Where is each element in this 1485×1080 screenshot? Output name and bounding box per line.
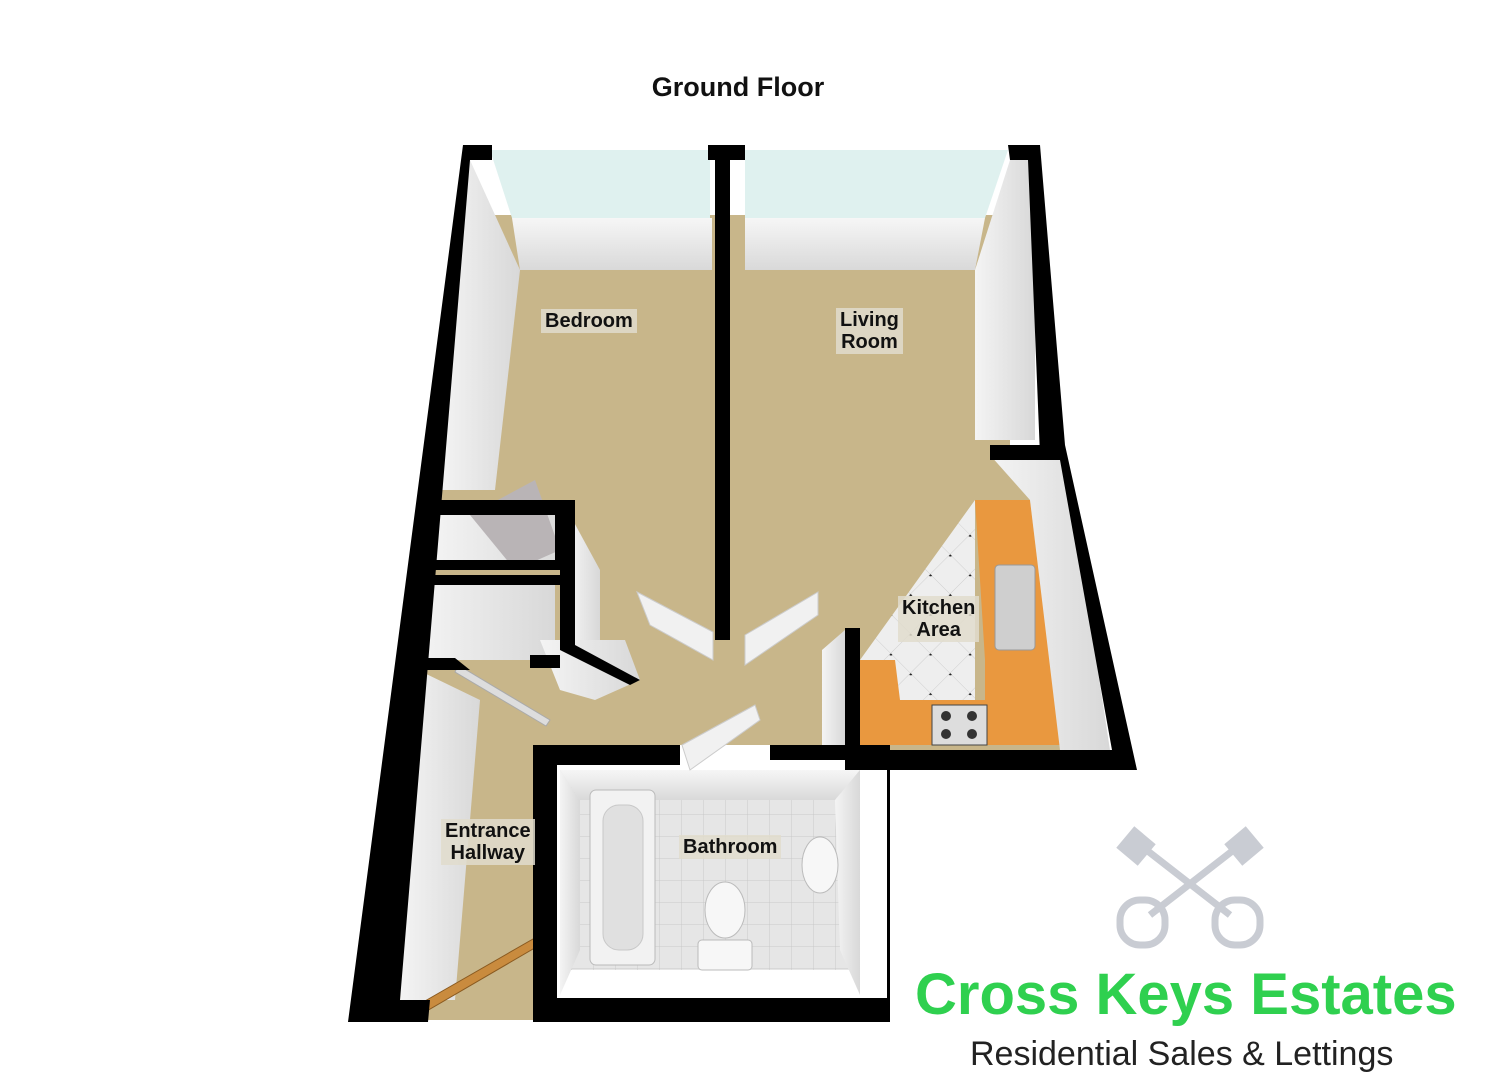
sink-icon	[994, 564, 1036, 651]
crossed-keys-icon	[1116, 826, 1264, 949]
closet-lower	[418, 585, 555, 660]
floor-title: Ground Floor	[651, 72, 825, 102]
left-wall-face	[440, 160, 520, 490]
basin-icon	[801, 836, 839, 894]
toilet-icon	[704, 881, 746, 939]
living-window	[745, 150, 1008, 218]
closet-wall-block	[570, 515, 600, 640]
hall-label-line2: Hallway	[450, 842, 526, 864]
right-wall-face	[975, 160, 1035, 440]
carpet-floor	[375, 215, 1110, 1020]
bathroom-door	[681, 704, 761, 771]
brand-tagline: Residential Sales & Lettings	[970, 1035, 1394, 1073]
cupboard-block	[540, 640, 640, 700]
toilet-cistern	[697, 939, 753, 971]
hob-icon	[931, 704, 988, 746]
bedroom-label: Bedroom	[545, 310, 633, 332]
room-label-bedroom: Bedroom	[541, 309, 637, 333]
bathroom-label: Bathroom	[683, 836, 778, 858]
living-wall-face-top	[745, 218, 985, 270]
room-label-bathroom: Bathroom	[679, 835, 782, 859]
kitchen-wall-face	[990, 455, 1110, 750]
living-label-line2: Room	[841, 331, 898, 353]
bathroom-wall-face-left	[560, 770, 580, 995]
hall-label-line1: Entrance	[445, 820, 531, 842]
kitchen-divider-wall-face	[822, 630, 845, 745]
kitchen-label-line2: Area	[916, 619, 961, 641]
bedroom-wall-face-top	[512, 218, 712, 270]
brand-name: Cross Keys Estates	[915, 962, 1457, 1027]
walls	[348, 145, 1137, 1022]
bathtub-inner	[602, 804, 644, 951]
living-door	[744, 591, 819, 666]
bathroom-wall-face-right	[835, 770, 860, 995]
hob-burners	[941, 711, 977, 739]
bedroom-door	[636, 590, 714, 661]
kitchen-label-line1: Kitchen	[902, 597, 976, 619]
bedroom-window	[490, 150, 710, 218]
living-label-line1: Living	[840, 309, 899, 331]
